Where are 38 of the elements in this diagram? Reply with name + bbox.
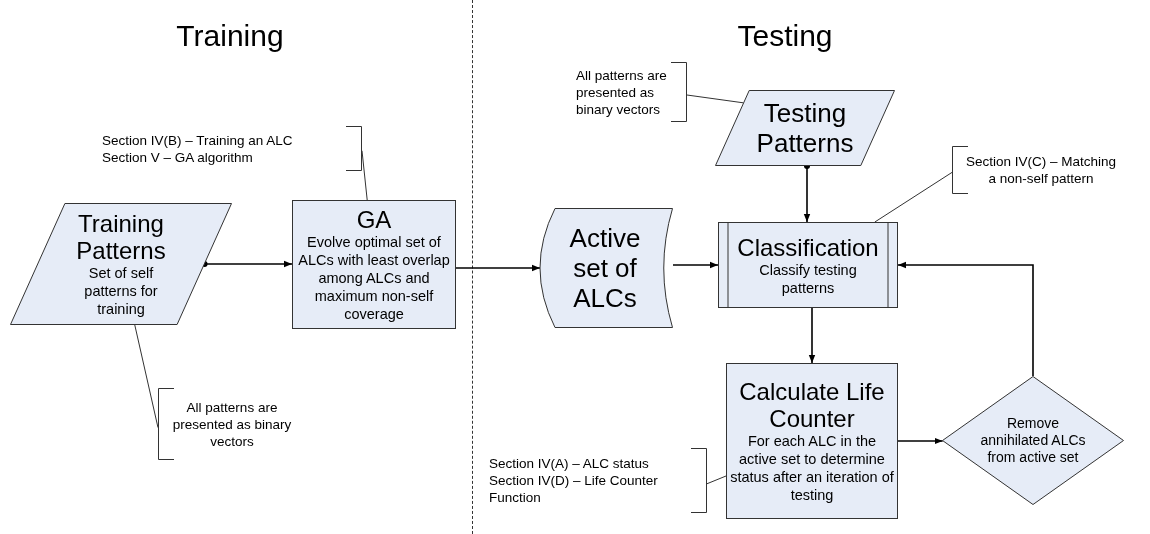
- input-parallelogram: [10, 203, 232, 325]
- leader-line: [134, 324, 159, 429]
- decision-diamond: [942, 376, 1124, 505]
- node-title: Testing Patterns: [755, 98, 855, 158]
- input-parallelogram: [715, 90, 895, 166]
- stored-data-shape: [537, 208, 673, 328]
- node-description: For each ALC in the active set to determine status after an iteration of testing: [730, 432, 894, 504]
- note-text: Section V – GA algorithm: [102, 148, 253, 166]
- node-title: Training Patterns: [75, 210, 167, 264]
- note-text: Section IV(D) – Life Counter Function: [489, 472, 659, 506]
- note-text: Section IV(C) – Matching a non-self pattern: [964, 153, 1118, 187]
- node-title: Classification: [737, 233, 879, 261]
- section-heading: Testing: [736, 18, 834, 54]
- predefined-process-box: [718, 222, 898, 308]
- note-text: All patterns are presented as binary vectors: [576, 66, 668, 118]
- section-heading: Training: [175, 18, 285, 54]
- leader-line: [874, 171, 953, 223]
- node-text: Remove annihilated ALCs from active set: [979, 415, 1087, 466]
- node-title: Active set of ALCs: [568, 223, 642, 313]
- node-title: GA: [356, 206, 392, 233]
- arrow: [455, 264, 541, 272]
- arrow: [808, 307, 816, 364]
- arrow: [803, 163, 811, 223]
- arrow: [897, 261, 1034, 377]
- process-box: [292, 200, 456, 329]
- node-description: Classify testing patterns: [758, 260, 858, 297]
- node-description: Set of self patterns for training: [83, 264, 159, 318]
- node-title: Calculate Life Counter: [738, 378, 886, 432]
- note-text: All patterns are presented as binary vectors: [171, 398, 293, 450]
- arrow: [897, 437, 944, 445]
- note-text: Section IV(B) – Training an ALC: [102, 131, 293, 149]
- leader-line: [706, 475, 727, 485]
- arrow: [672, 261, 719, 269]
- note-text: Section IV(A) – ALC status: [489, 455, 649, 472]
- leader-line: [686, 94, 744, 104]
- process-box: [726, 363, 898, 519]
- leader-line: [361, 150, 368, 201]
- node-description: Evolve optimal set of ALCs with least overlap among ALCs and maximum non-self coverage: [297, 233, 451, 323]
